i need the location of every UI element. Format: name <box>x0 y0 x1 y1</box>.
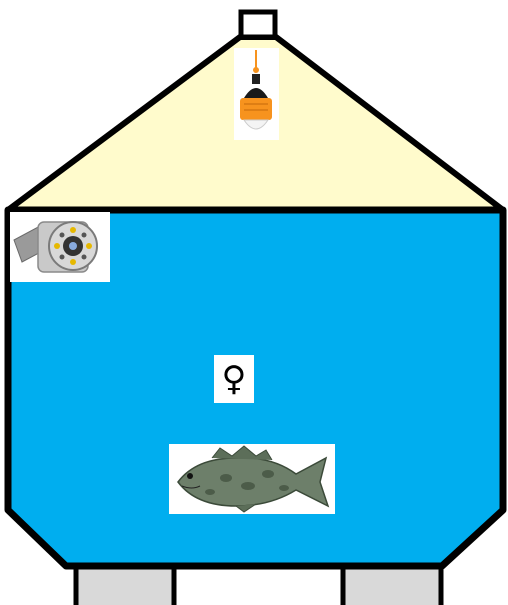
tank-leg-right <box>343 566 441 605</box>
tank-legs <box>76 566 441 605</box>
lamp-icon <box>234 48 279 140</box>
roof-vent <box>241 12 275 37</box>
female-symbol-icon: ♀ <box>214 355 254 403</box>
camera-icon <box>10 212 110 282</box>
female-symbol: ♀ <box>222 362 247 396</box>
fish-icon <box>169 444 335 514</box>
tank-leg-left <box>76 566 174 605</box>
